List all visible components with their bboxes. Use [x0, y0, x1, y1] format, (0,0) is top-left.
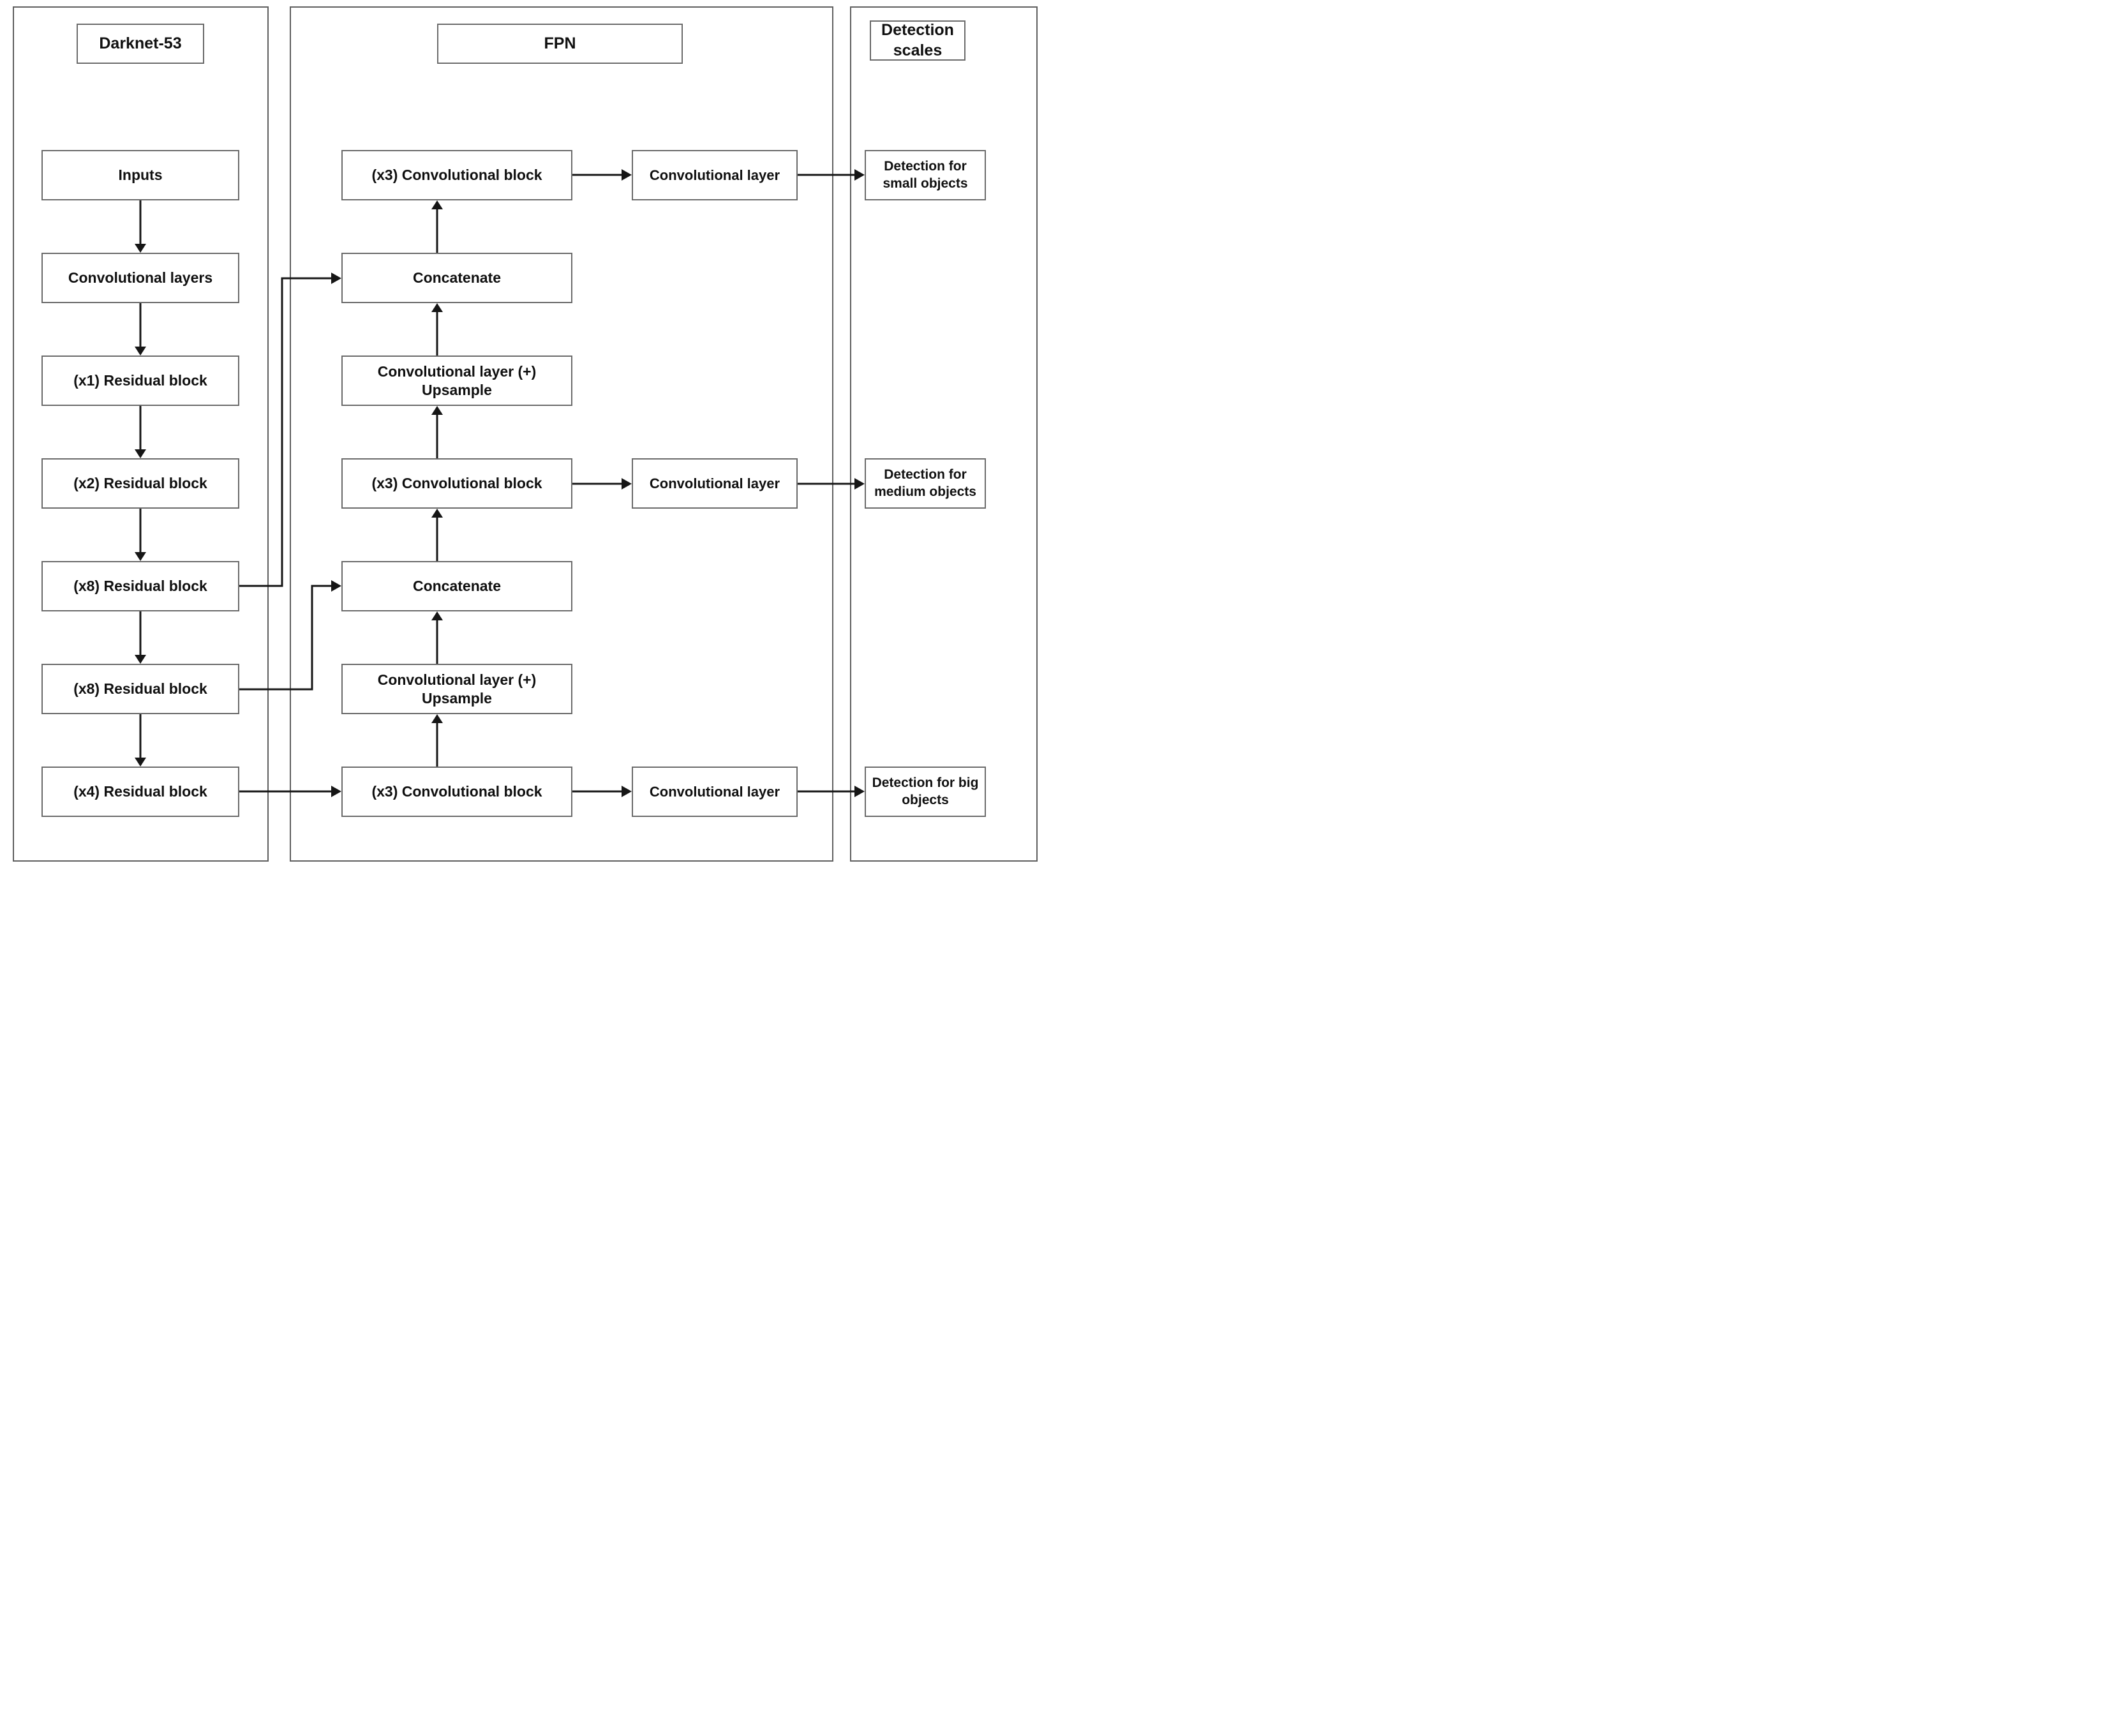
residual-block-x8-first: (x8) Residual block: [41, 561, 239, 611]
detection-small-box: Detection for small objects: [865, 150, 986, 200]
convolutional-layers-block: Convolutional layers: [41, 253, 239, 303]
fpn-conv-block-middle: (x3) Convolutional block: [341, 458, 572, 509]
conv-layer-medium: Convolutional layer: [632, 458, 798, 509]
darknet-title: Darknet-53: [77, 24, 204, 64]
fpn-conv-block-top: (x3) Convolutional block: [341, 150, 572, 200]
yolov3-architecture-diagram: Darknet-53 FPN Detection scales Inputs C…: [0, 0, 1051, 868]
conv-upsample-lower: Convolutional layer (+) Upsample: [341, 664, 572, 714]
inputs-block: Inputs: [41, 150, 239, 200]
detection-big-box: Detection for big objects: [865, 767, 986, 817]
darknet-group-box: [13, 6, 269, 862]
conv-layer-big: Convolutional layer: [632, 767, 798, 817]
conv-upsample-upper: Convolutional layer (+) Upsample: [341, 355, 572, 406]
residual-block-x8-second: (x8) Residual block: [41, 664, 239, 714]
fpn-title: FPN: [437, 24, 683, 64]
concatenate-upper: Concatenate: [341, 253, 572, 303]
fpn-group-box: [290, 6, 833, 862]
residual-block-x2: (x2) Residual block: [41, 458, 239, 509]
detection-medium-box: Detection for medium objects: [865, 458, 986, 509]
residual-block-x1: (x1) Residual block: [41, 355, 239, 406]
fpn-conv-block-bottom: (x3) Convolutional block: [341, 767, 572, 817]
conv-layer-small: Convolutional layer: [632, 150, 798, 200]
residual-block-x4: (x4) Residual block: [41, 767, 239, 817]
detection-scales-title: Detection scales: [870, 20, 965, 61]
detection-group-box: [850, 6, 1038, 862]
concatenate-lower: Concatenate: [341, 561, 572, 611]
